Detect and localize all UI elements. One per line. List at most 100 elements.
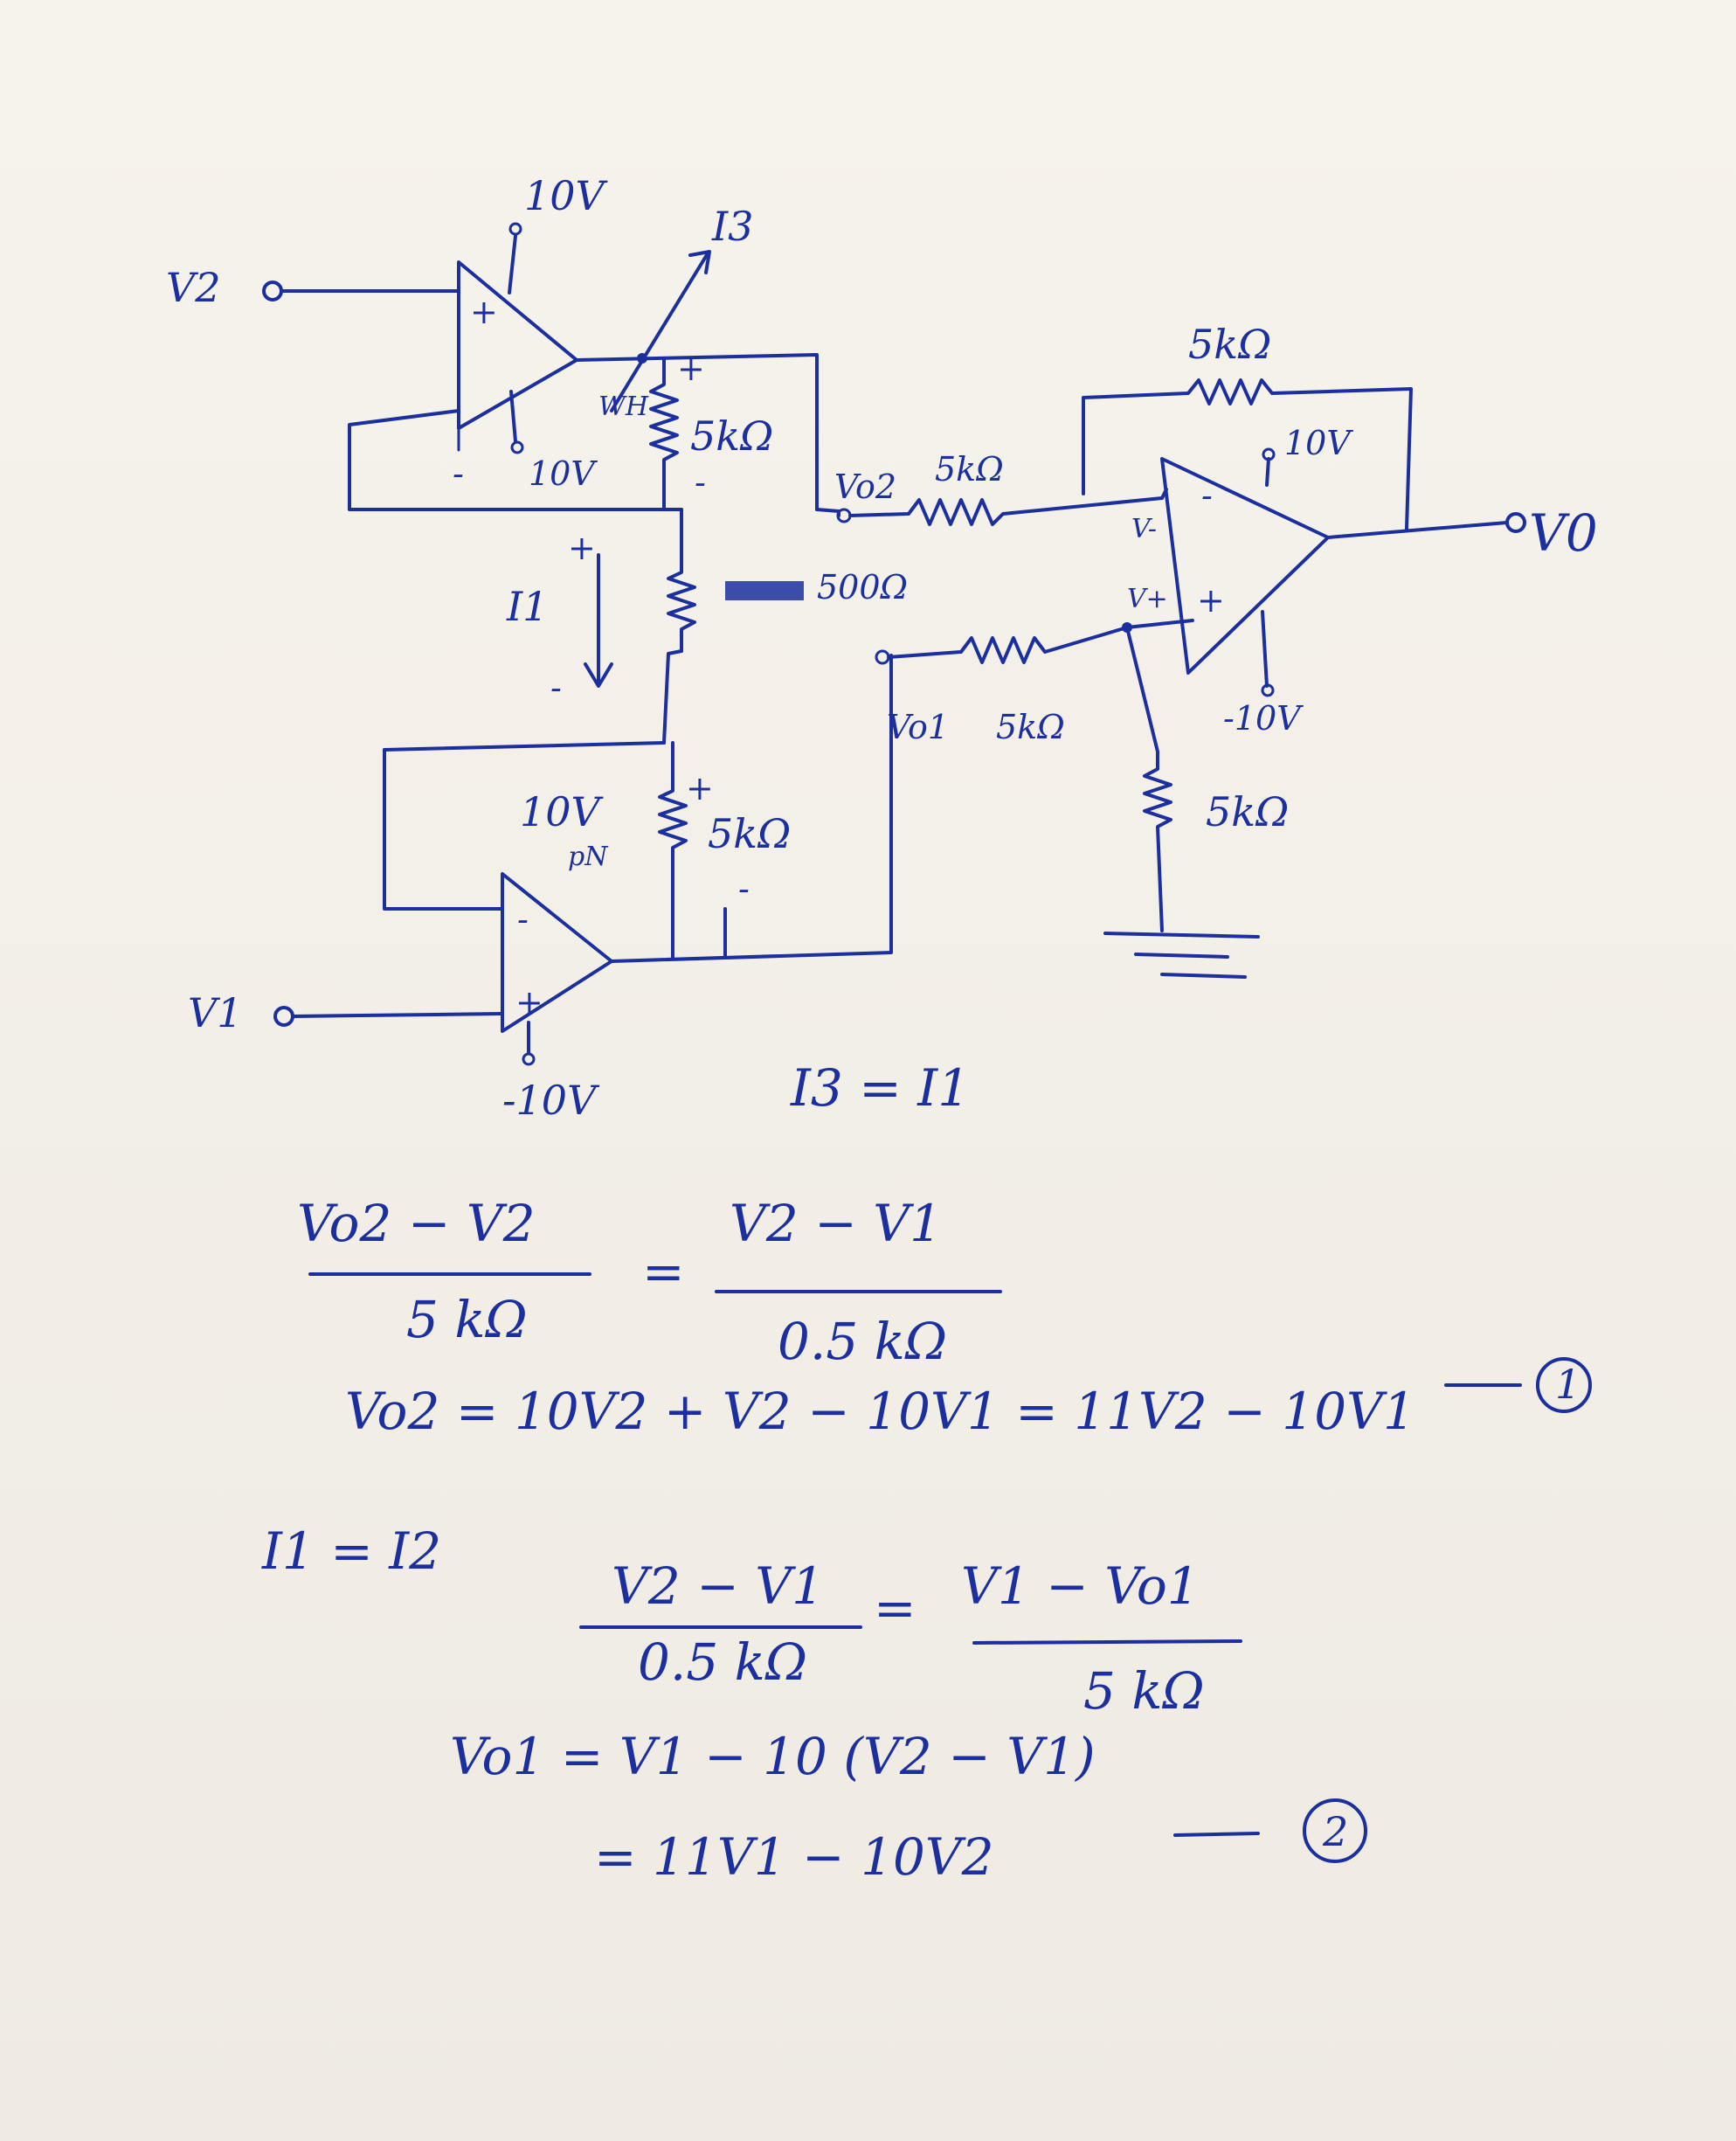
wire-mid-to-bottom: [662, 649, 683, 745]
resistor-bottom-value: 5kΩ: [708, 810, 791, 857]
opamp-out-vminus: V-: [1131, 514, 1157, 544]
i1-minus: -: [550, 669, 562, 707]
frac1-left-num: Vo2 − V2: [297, 1194, 536, 1253]
opamp-bottom-supply-neg: -10V: [502, 1077, 600, 1124]
diode-bottom-tag: pN: [568, 842, 609, 872]
opamp-top-supply-pin: [508, 234, 517, 294]
wire-bottom-out: [610, 654, 893, 963]
i1-plus: +: [568, 529, 596, 567]
opamp-out: - + V- V+ 10V -10V: [1127, 424, 1353, 738]
tag-1-circle: [1536, 1357, 1592, 1413]
ground-line-3: [1160, 973, 1247, 979]
resistor-top-value: 5kΩ: [690, 412, 773, 460]
opamp-top-body: [457, 260, 578, 430]
resistor-bottom: [658, 741, 688, 959]
input-v2-terminal: [262, 281, 283, 301]
opamp-bottom: - + 10V -10V: [501, 788, 613, 1124]
diode-top-tag: WH: [598, 391, 649, 422]
opamp-top-supply-node: [508, 222, 522, 236]
opamp-out-neg-node: [1261, 683, 1275, 697]
opamp-top: + - 10V 10V: [453, 172, 609, 493]
resistor-vo2-value: 5kΩ: [935, 450, 1004, 488]
wire-vminus-in: [1160, 488, 1168, 500]
tag-2-circle: [1303, 1798, 1367, 1863]
tag-1: 1: [1555, 1361, 1580, 1408]
resistor-ground: [1125, 626, 1172, 932]
eq-current-1: I3 = I1: [790, 1058, 970, 1118]
arrow-i1-head: [584, 662, 613, 688]
wire-top-out: [575, 353, 819, 511]
resistor-bottom-plus: +: [686, 769, 714, 807]
opamp-out-plus: +: [1197, 581, 1225, 620]
opamp-out-supply-node: [1262, 447, 1276, 461]
opamp-top-supply-neg: 10V: [529, 454, 598, 493]
scribble-mark: [725, 581, 804, 600]
opamp-top-neg-node: [510, 440, 524, 454]
opamp-out-neg-pin: [1261, 610, 1269, 688]
frac1-right-den: 0.5 kΩ: [778, 1312, 947, 1371]
opamp-out-vplus: V+: [1127, 584, 1168, 614]
resistor-top-minus: -: [695, 463, 706, 502]
opamp-bottom-supply-pos: 10V: [520, 788, 605, 835]
resistor-feedback-value: 5kΩ: [1188, 321, 1271, 368]
wire-v1-in: [291, 1012, 504, 1018]
resistor-vo1: [887, 626, 1129, 664]
frac2-right-den: 5 kΩ: [1083, 1661, 1205, 1721]
wire-bottom-feedback-top: [383, 741, 666, 752]
opamp-bottom-minus: -: [517, 900, 529, 939]
resistor-mid-value: 500Ω: [817, 568, 908, 606]
input-v2-label: V2: [166, 264, 221, 311]
opamp-out-supply-pin: [1265, 457, 1270, 487]
resistor-ground-value: 5kΩ: [1206, 788, 1289, 835]
frac2-right-num: V1 − Vo1: [961, 1556, 1200, 1616]
arrow-i3: [610, 252, 709, 412]
current-i3-label: I3: [711, 203, 753, 250]
eq-vo2: Vo2 = 10V2 + V2 − 10V1 = 11V2 − 10V1: [345, 1382, 1415, 1441]
opamp-top-plus: +: [470, 293, 498, 331]
opamp-bottom-plus: +: [515, 983, 543, 1022]
eq-vo1-b: = 11V1 − 10V2: [594, 1827, 994, 1887]
opamp-top-supply-pos: 10V: [524, 172, 609, 219]
wire-vplus-in: [1125, 619, 1194, 629]
resistor-vo2: [848, 496, 1164, 526]
node-vo1: [875, 649, 890, 665]
frac1-left-den: 5 kΩ: [406, 1290, 528, 1349]
wire-vo2-drop: [815, 508, 840, 517]
resistor-top-plus: +: [677, 350, 705, 388]
opamp-out-body: [1160, 457, 1330, 675]
opamp-bottom-neg-node: [522, 1052, 536, 1066]
resistor-top: [649, 357, 679, 511]
opamp-bottom-body: [501, 872, 613, 1033]
resistor-mid: [667, 508, 696, 653]
node-vo2-label: Vo2: [834, 468, 896, 506]
resistor-bottom-minus: -: [738, 870, 750, 908]
input-v1-terminal: [273, 1006, 294, 1027]
node-vo1-label: Vo1: [887, 708, 949, 746]
input-v1-label: V1: [188, 989, 243, 1036]
opamp-top-neg-pin: [509, 390, 517, 443]
frac1-equals: =: [642, 1242, 685, 1301]
tag-2: 2: [1322, 1808, 1348, 1855]
frac1-right-num: V2 − V1: [730, 1194, 942, 1253]
frac2-left-den: 0.5 kΩ: [638, 1632, 807, 1692]
wire-out: [1326, 521, 1509, 539]
ground-line-2: [1134, 953, 1229, 959]
ground-line-1: [1103, 932, 1260, 939]
output-v0-label: V0: [1529, 503, 1598, 563]
current-i1-label: I1: [506, 583, 548, 630]
opamp-top-minus: -: [453, 454, 464, 493]
output-terminal: [1505, 512, 1526, 533]
resistor-vo1-value: 5kΩ: [996, 708, 1065, 746]
opamp-out-supply-neg: -10V: [1223, 699, 1304, 738]
opamp-out-minus: -: [1201, 476, 1213, 515]
wire-top-feedback: [348, 409, 683, 511]
frac2-equals: =: [874, 1578, 916, 1638]
frac2-right-bar: [972, 1639, 1242, 1645]
arrow-i3-head: [688, 250, 711, 274]
wire-bottom-feedback: [383, 748, 504, 911]
tag-2-leader: [1173, 1832, 1260, 1837]
opamp-out-supply-pos: 10V: [1284, 424, 1353, 462]
frac2-left-num: V2 − V1: [612, 1556, 824, 1616]
resistor-feedback: [1082, 378, 1413, 530]
